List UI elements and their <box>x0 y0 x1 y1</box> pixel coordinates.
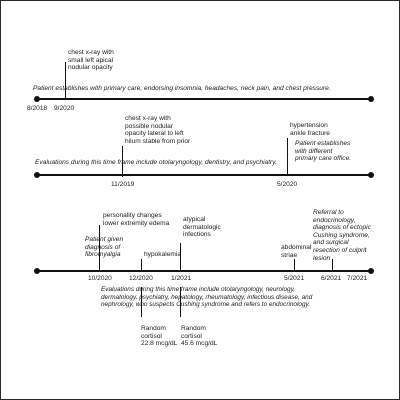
timeline-end-dot <box>34 268 40 274</box>
tick-6-2021 <box>332 259 333 272</box>
tick-cortisol-2 <box>180 287 181 317</box>
date-7-2021: 7/2021 <box>347 275 368 282</box>
date-10-2020: 10/2020 <box>88 275 112 282</box>
event-hypertension: hypertension ankle fracture <box>290 122 330 137</box>
event-fibromyalgia: Patient given diagnosis of fibromyalgia <box>85 236 124 259</box>
date-6-2021: 6/2021 <box>321 275 342 282</box>
event-referral-endocrinology: Referral to endocrinology, diagnosis of … <box>313 209 371 262</box>
cortisol-reading-2: Random cortisol 45.6 mcg/dL <box>181 325 218 348</box>
date-8-2018: 8/2018 <box>27 105 48 112</box>
event-dermatologic-infections: atypical dermatologic infections <box>183 216 221 239</box>
note-new-primary-care: Patient establishes with different prima… <box>295 140 352 163</box>
row1-note: Patient establishes with primary care, e… <box>33 85 331 92</box>
date-1-2021: 1/2021 <box>171 275 192 282</box>
date-5-2021: 5/2021 <box>284 275 305 282</box>
tick-1-2021 <box>180 243 181 272</box>
tick-5-2020 <box>287 138 288 176</box>
timeline-axis-3 <box>37 270 371 272</box>
timeline-end-dot <box>34 96 40 102</box>
event-chest-xray-2: chest x-ray with possible nodular opacit… <box>125 115 191 145</box>
event-abdominal-striae: abdominal striae <box>281 244 312 259</box>
timeline-axis-1 <box>37 98 371 100</box>
timeline-end-dot <box>368 96 374 102</box>
date-5-2020: 5/2020 <box>277 181 298 188</box>
tick-9-2020 <box>65 62 66 100</box>
date-12-2020: 12/2020 <box>129 275 153 282</box>
event-hypokalemia: hypokalemia <box>144 251 182 258</box>
tick-5-2021 <box>294 259 295 272</box>
event-personality-changes: personality changes lower extremity edem… <box>103 212 170 227</box>
timeline-end-dot <box>368 268 374 274</box>
timeline-axis-2 <box>37 174 371 176</box>
row2-note: Evaluations during this time frame inclu… <box>35 159 277 166</box>
timeline-end-dot <box>368 172 374 178</box>
row3-note: Evaluations during this time frame inclu… <box>101 286 313 309</box>
tick-cortisol-1 <box>141 287 142 317</box>
cortisol-reading-1: Random cortisol 22.8 mcg/dL <box>141 325 178 348</box>
date-11-2019: 11/2019 <box>111 181 135 188</box>
date-9-2020: 9/2020 <box>54 105 75 112</box>
timeline-end-dot <box>34 172 40 178</box>
tick-10-2020 <box>99 225 100 272</box>
event-chest-xray-1: chest x-ray with small left apical nodul… <box>68 49 114 72</box>
tick-11-2019 <box>122 146 123 177</box>
tick-12-2020 <box>141 259 142 272</box>
